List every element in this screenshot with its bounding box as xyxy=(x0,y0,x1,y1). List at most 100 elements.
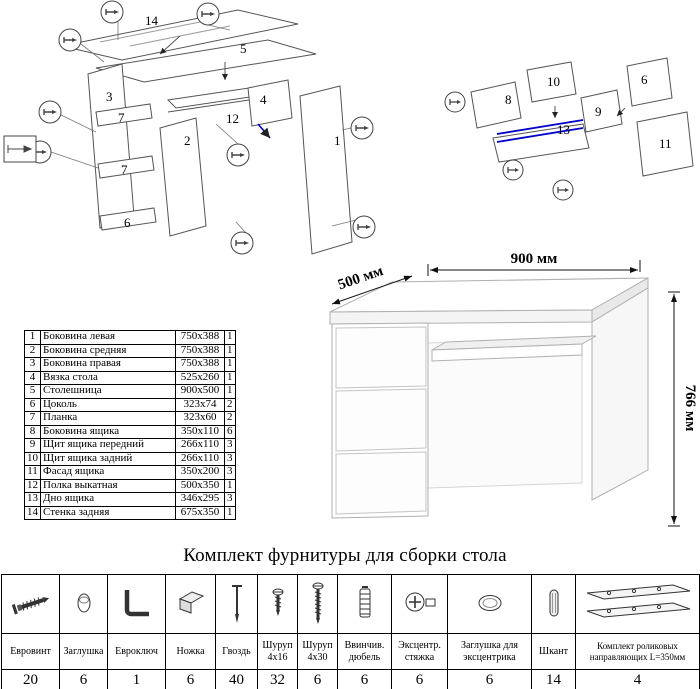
hardware-kit-title: Комплект фурнитуры для сборки стола xyxy=(183,545,507,566)
hardware-label: Евроключ xyxy=(107,633,166,670)
part-name: Планка xyxy=(40,411,176,426)
desk-illustration: 900 мм 500 мм 766 мм xyxy=(329,251,698,527)
screw-detail-icon xyxy=(7,145,33,153)
part-size: 323x74 xyxy=(175,397,225,412)
hardware-label: Ввинчив. дюбель xyxy=(337,633,392,670)
part-number: 10 xyxy=(24,451,41,466)
part-number: 3 xyxy=(24,357,41,372)
part-size: 750x388 xyxy=(175,330,225,345)
part-number: 12 xyxy=(24,478,41,493)
hardware-icon-cell xyxy=(337,574,392,634)
part-qty: 3 xyxy=(224,492,236,507)
part-qty: 2 xyxy=(224,397,236,412)
part-name: Боковина средняя xyxy=(40,343,176,358)
part-name: Щит ящика передний xyxy=(40,438,176,453)
part-label: 10 xyxy=(547,74,560,89)
screw-callout-icon xyxy=(230,231,254,255)
part-label: 6 xyxy=(124,215,131,230)
part-size: 900x500 xyxy=(175,384,225,399)
dim-line-500 xyxy=(331,275,413,305)
part-qty: 1 xyxy=(224,370,236,385)
part-name: Фасад ящика xyxy=(40,465,176,480)
part-label: 2 xyxy=(184,133,191,148)
part-size: 266x110 xyxy=(175,438,225,453)
hardware-label: Комплект роликовых направляющих L=350мм xyxy=(575,633,700,670)
screw-callout-icon xyxy=(38,100,62,124)
part-name: Боковина ящика xyxy=(40,424,176,439)
screw-in-dowel-icon xyxy=(359,586,370,618)
plank-7a xyxy=(95,103,153,127)
screw-4x30-icon xyxy=(312,582,323,624)
part-qty: 1 xyxy=(224,343,236,358)
hardware-labels-row: Евровинт Заглушка Евроключ Ножка Гвоздь … xyxy=(1,633,700,670)
screw-callout-icon xyxy=(58,28,82,52)
part-qty: 1 xyxy=(224,478,236,493)
part-size: 750x388 xyxy=(175,343,225,358)
dim-label-height: 766 мм xyxy=(682,385,698,432)
leader-lines xyxy=(50,22,357,234)
drawer-back-panel xyxy=(526,61,577,103)
nail-icon xyxy=(231,585,242,623)
hardware-qty-row: 20 6 1 6 40 32 6 6 6 6 14 4 xyxy=(1,669,700,689)
part-name: Дно ящика xyxy=(40,492,176,507)
hardware-icon-cell xyxy=(531,574,576,634)
part-qty: 1 xyxy=(224,357,236,372)
part-name: Боковина левая xyxy=(40,330,176,345)
hardware-label: Евровинт xyxy=(1,633,60,670)
screw-callout-icon xyxy=(226,143,250,167)
part-number: 6 xyxy=(24,397,41,412)
hardware-qty: 6 xyxy=(165,669,216,689)
assembly-arrow xyxy=(159,35,181,55)
part-label: 7 xyxy=(118,110,125,125)
part-number: 2 xyxy=(24,343,41,358)
part-qty: 3 xyxy=(224,451,236,466)
part-number: 1 xyxy=(24,330,41,345)
part-label: 14 xyxy=(145,13,159,28)
desk-top-front-edge xyxy=(329,309,593,325)
dim-extension-lines xyxy=(668,291,680,527)
part-number: 8 xyxy=(24,424,41,439)
panel-side-1 xyxy=(299,85,353,255)
hardware-qty: 32 xyxy=(257,669,298,689)
hardware-icon-cell xyxy=(447,574,532,634)
part-number: 14 xyxy=(24,505,41,520)
part-number: 13 xyxy=(24,492,41,507)
part-size: 266x110 xyxy=(175,451,225,466)
desk-right-side-panel xyxy=(591,287,649,501)
dim-extension-lines xyxy=(427,260,641,276)
hardware-icon-cell xyxy=(59,574,108,634)
part-size: 323x60 xyxy=(175,411,225,426)
part-label: 3 xyxy=(106,89,113,104)
drawer-bottom-panel xyxy=(492,123,590,163)
panel-top-5 xyxy=(95,39,317,83)
hardware-icon-cell xyxy=(257,574,298,634)
screw-callout-icon xyxy=(352,215,376,239)
part-number: 4 xyxy=(24,370,41,385)
part-label: 6 xyxy=(641,72,648,87)
slide-in-arrow-blue xyxy=(257,123,271,139)
leg-icon xyxy=(178,591,204,614)
screw-callout-icon xyxy=(444,91,466,113)
part-name: Стенка задняя xyxy=(40,505,176,520)
keyboard-tray-front xyxy=(431,343,583,362)
part-qty: 1 xyxy=(224,384,236,399)
hardware-icons-row xyxy=(1,574,700,634)
part-label: 13 xyxy=(557,122,570,137)
part-qty: 3 xyxy=(224,438,236,453)
screw-callout-icon xyxy=(502,159,524,181)
screw-callout-icon xyxy=(100,0,124,24)
roller-guides-icon xyxy=(586,584,690,618)
part-qty: 2 xyxy=(224,411,236,426)
part-name: Столешница xyxy=(40,384,176,399)
part-qty: 1 xyxy=(224,330,236,345)
part-name: Щит ящика задний xyxy=(40,451,176,466)
